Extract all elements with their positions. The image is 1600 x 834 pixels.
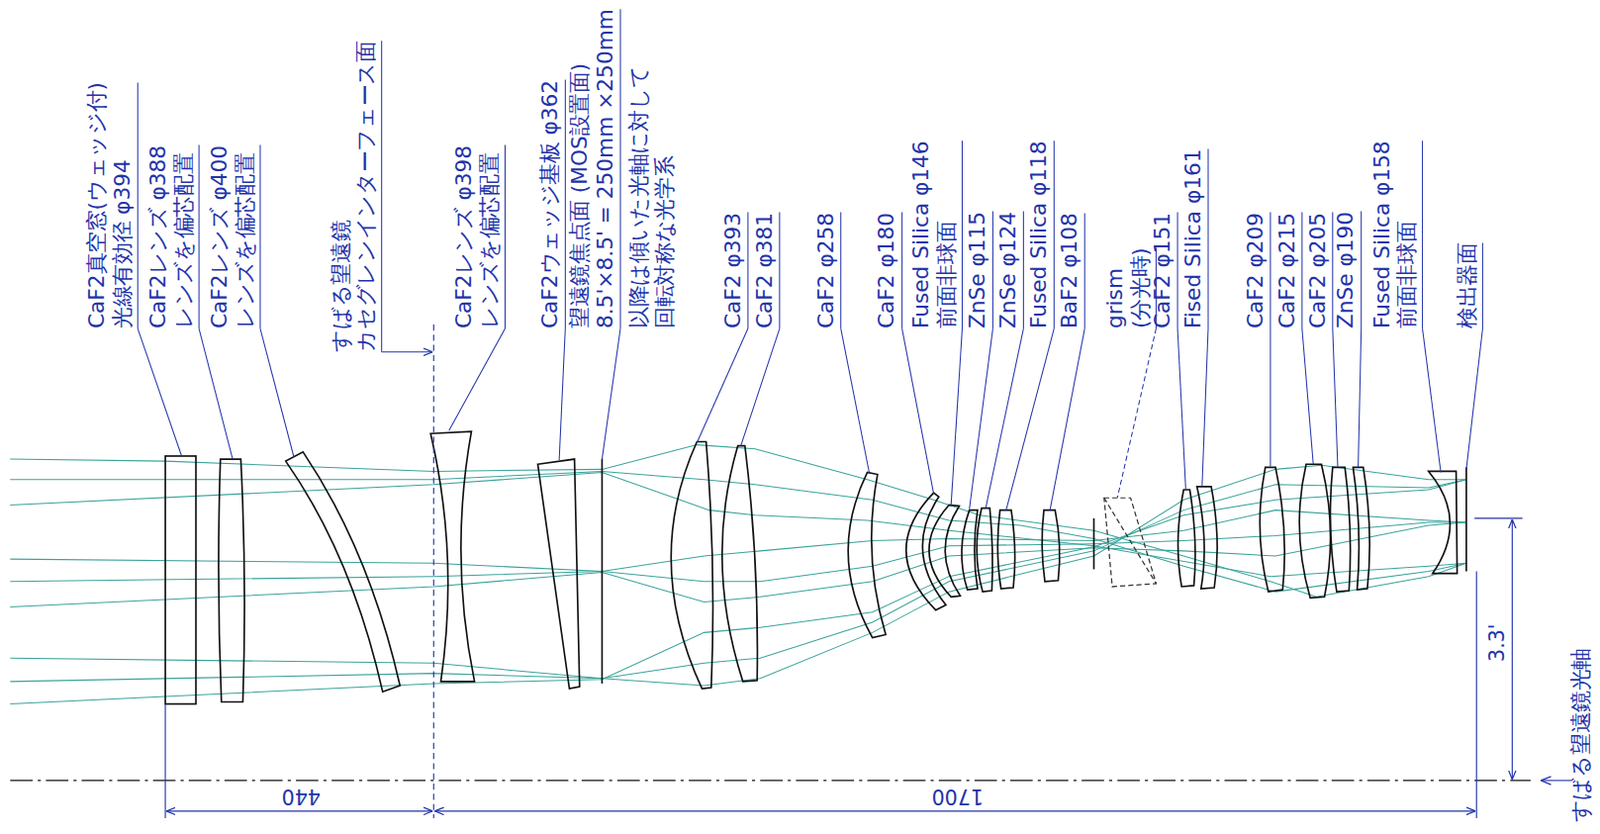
part-label: CaF2 φ381 — [752, 212, 778, 329]
leader-line — [992, 210, 994, 329]
part-label: CaF2 φ258 — [813, 212, 840, 329]
leader-line — [198, 144, 200, 329]
leader-line — [137, 328, 182, 457]
light-rays — [9, 445, 1467, 705]
leader-line — [778, 212, 780, 330]
part-label: 検出器面 — [1455, 242, 1482, 329]
leader-line — [1482, 242, 1484, 329]
part-label: CaF2レンズ φ398 — [452, 145, 478, 329]
leader-line — [260, 328, 294, 458]
part-label: CaF2 φ209 — [1242, 212, 1269, 329]
part-label: CaF2 φ215 — [1274, 212, 1301, 329]
leader-line — [381, 351, 434, 353]
optical-axis — [9, 779, 1531, 781]
leader-lines — [137, 8, 1483, 510]
part-label: レンズを偏芯配置 — [477, 153, 504, 329]
leader-line — [1360, 210, 1362, 329]
leader-line — [1207, 149, 1209, 330]
leader-line — [1202, 328, 1209, 487]
part-label: カセグレンインターフェース面 — [354, 40, 380, 353]
dimension-label: 440 — [282, 785, 321, 809]
leader-line — [198, 328, 233, 460]
leader-line — [1421, 140, 1423, 329]
part-label: CaF2真空窓(ウェッジ付) — [85, 82, 111, 329]
leader-line — [950, 328, 962, 506]
lens-elements — [165, 431, 1467, 704]
part-label: ZnSe φ190 — [1333, 211, 1360, 329]
part-label: CaF2 φ393 — [720, 212, 747, 329]
leader-line — [901, 212, 903, 330]
leader-line — [841, 328, 870, 473]
leader-line — [137, 83, 139, 330]
leader-line — [504, 144, 506, 329]
part-label: Fused Silica φ118 — [1026, 140, 1052, 329]
part-label: Fused Silica φ158 — [1369, 140, 1396, 329]
leader-line — [1269, 212, 1271, 330]
leader-line — [696, 328, 749, 444]
part-label: 以降は傾いた光軸に対して — [626, 65, 653, 329]
part-label: Fused Silica φ146 — [909, 140, 936, 329]
leader-line — [1422, 328, 1442, 472]
leader-line — [449, 328, 506, 431]
part-label: CaF2 φ205 — [1305, 212, 1331, 329]
part-label: CaF2 φ151 — [1149, 212, 1176, 329]
grism-outline — [1104, 497, 1157, 587]
dimension-label: 3.3' — [1485, 623, 1508, 661]
leader-line — [1177, 212, 1179, 330]
leader-line — [840, 212, 842, 330]
leader-line — [1358, 328, 1362, 468]
leader-line — [259, 144, 261, 329]
dimension-lines — [165, 324, 1572, 819]
leader-line — [1177, 328, 1186, 489]
part-label: 前面非球面 — [1395, 221, 1421, 329]
leader-line — [902, 328, 935, 494]
part-label: CaF2 φ180 — [874, 212, 901, 329]
leader-line — [1331, 212, 1333, 330]
leader-line — [1332, 328, 1338, 468]
part-label: CaF2レンズ φ400 — [206, 145, 233, 329]
part-label: 望遠鏡焦点面 (MOS設置面) — [566, 63, 593, 329]
leader-line — [985, 328, 1024, 509]
leader-line — [619, 8, 621, 329]
leader-line — [564, 79, 566, 329]
leader-line — [1023, 210, 1025, 329]
part-label: ZnSe φ124 — [996, 211, 1023, 329]
leader-line — [559, 328, 565, 461]
leader-line — [601, 328, 621, 460]
part-label: 前面非球面 — [935, 221, 961, 329]
leader-line — [380, 40, 382, 353]
leader-line — [1466, 328, 1484, 470]
leader-line — [961, 140, 963, 329]
part-label: Fised Silica φ161 — [1180, 148, 1207, 329]
part-label: ZnSe φ115 — [965, 211, 992, 329]
leader-line — [1269, 328, 1271, 467]
leader-line — [969, 328, 994, 510]
part-label: すばる望遠鏡 — [328, 220, 355, 353]
leader-line — [747, 212, 749, 330]
part-label: レンズを偏芯配置 — [171, 153, 197, 329]
leader-line — [1302, 328, 1314, 465]
leader-line — [1006, 328, 1054, 511]
part-label: 8.5'×8.5' = 250mm ×250mm — [592, 8, 619, 329]
part-label: レンズを偏芯配置 — [232, 153, 259, 329]
leader-line — [1049, 328, 1085, 511]
part-label: 回転対称な光学系 — [652, 156, 678, 329]
part-label: 光線有効径 φ394 — [109, 159, 136, 329]
leader-line — [1117, 328, 1156, 498]
leader-line — [1084, 213, 1086, 330]
part-label: BaF2 φ108 — [1056, 212, 1083, 329]
dimension-label: 1700 — [931, 785, 983, 809]
axis-label: すばる望遠鏡光軸 — [1568, 648, 1595, 823]
leader-line — [1301, 212, 1303, 330]
leader-line — [1053, 140, 1055, 329]
leader-line — [741, 328, 780, 447]
part-label: CaF2レンズ φ388 — [145, 145, 172, 329]
part-label: CaF2ウェッジ基板 φ362 — [537, 80, 564, 329]
part-label: grism — [1103, 268, 1130, 329]
